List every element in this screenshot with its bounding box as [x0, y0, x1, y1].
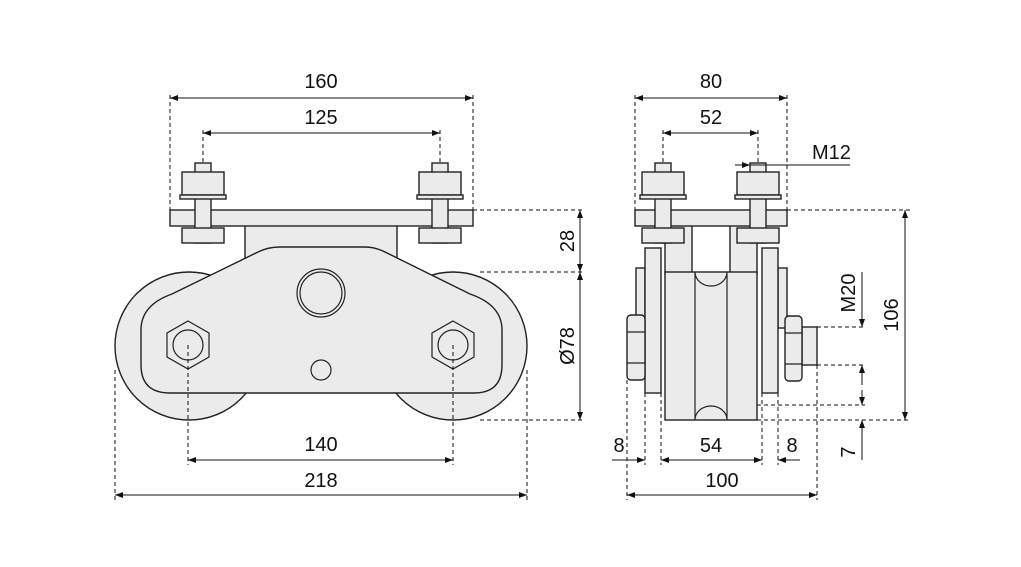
dim-52: 52 [700, 107, 722, 129]
dim-m20: M20 [838, 274, 860, 313]
dim-7: 7 [838, 446, 860, 457]
dim-125: 125 [304, 107, 337, 129]
dim-100: 100 [705, 470, 738, 492]
dim-28: 28 [557, 230, 579, 252]
bolt-left-side [639, 162, 687, 244]
dim-140: 140 [304, 434, 337, 456]
bolt-left [179, 162, 227, 244]
front-view: 160 125 140 218 28 Ø78 [114, 71, 585, 500]
dim-106: 106 [881, 298, 903, 331]
dim-8-left: 8 [613, 435, 624, 457]
dim-160: 160 [304, 71, 337, 93]
mounting-plate-side [634, 209, 788, 227]
dim-80: 80 [700, 71, 722, 93]
mounting-plate [169, 209, 474, 227]
side-plate-right [761, 247, 779, 394]
small-hole [310, 359, 332, 381]
bolt-right-side [734, 162, 782, 244]
dim-m12: M12 [812, 142, 851, 164]
axle-nut-right [784, 315, 803, 382]
axle-nut-left [626, 314, 646, 381]
center-hub [299, 271, 343, 315]
bolt-right [416, 162, 464, 244]
side-plate-left [644, 247, 662, 394]
dim-218: 218 [304, 470, 337, 492]
side-view: 80 52 M12 M20 106 7 8 54 8 100 [612, 71, 910, 500]
wheel-side [664, 271, 758, 421]
axle-end [801, 326, 818, 366]
dim-54: 54 [700, 435, 722, 457]
dim-8-right: 8 [786, 435, 797, 457]
body-plate [140, 246, 503, 394]
dim-diameter-78: Ø78 [557, 327, 579, 365]
